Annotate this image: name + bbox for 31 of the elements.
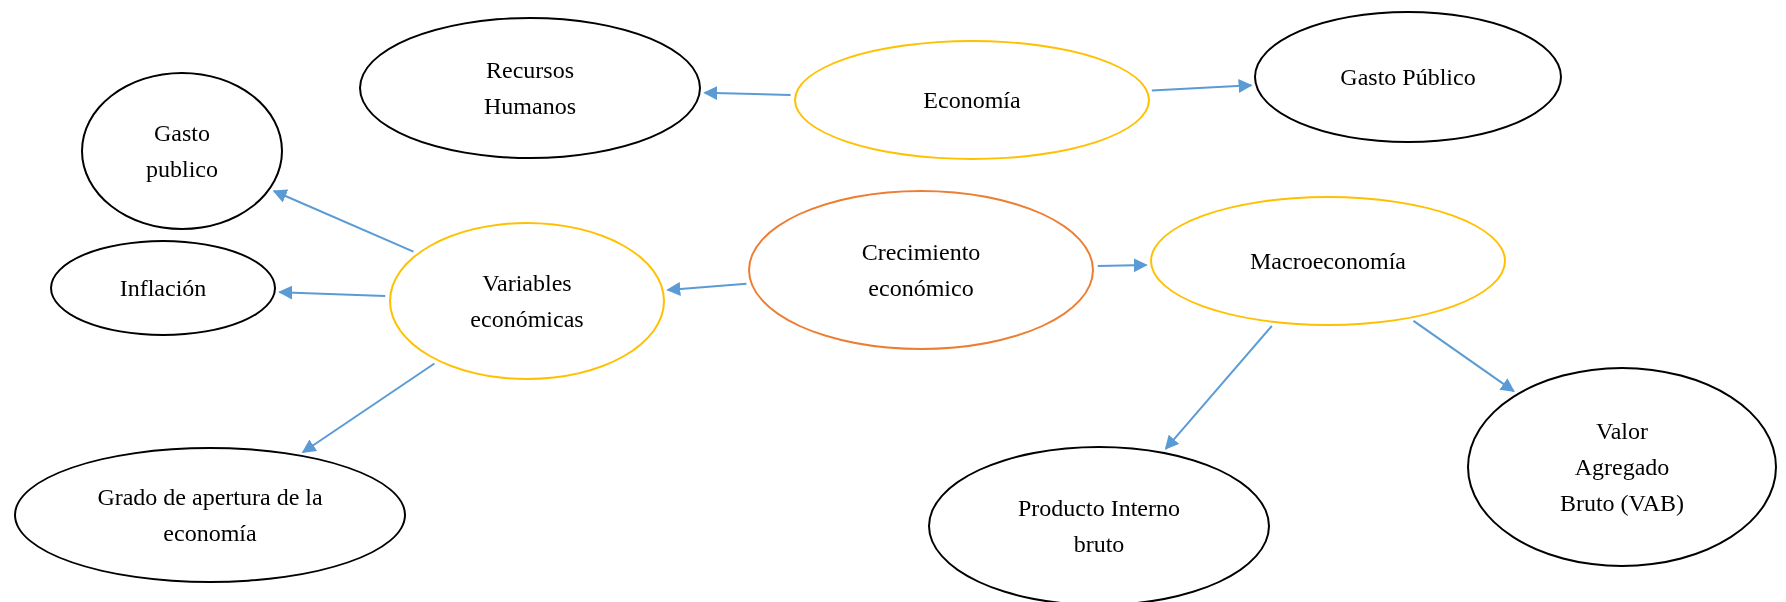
node-label: Variables económicas	[469, 269, 585, 334]
node-label: Inflación	[119, 274, 207, 303]
ellipse-node	[1467, 367, 1777, 567]
node-label: Recursos Humanos	[483, 56, 577, 121]
node-label: Grado de apertura de la economía	[96, 483, 324, 548]
ellipse-node	[50, 240, 276, 336]
ellipse-node	[81, 72, 283, 230]
ellipse-node	[928, 446, 1270, 602]
arrow	[1150, 78, 1253, 93]
node-label: Gasto Público	[1340, 63, 1476, 92]
arrow	[272, 189, 415, 253]
ellipse-node	[389, 222, 665, 380]
ellipse-node	[794, 40, 1150, 160]
node-label: Valor Agregado Bruto (VAB)	[1558, 417, 1686, 518]
ellipse-node	[14, 447, 406, 583]
ellipse-node	[1254, 11, 1562, 143]
ellipse-node	[748, 190, 1094, 350]
ellipse-node	[359, 17, 701, 159]
arrow	[301, 362, 436, 454]
node-label: Macroeconomía	[1250, 247, 1406, 276]
node-label: Producto Interno bruto	[1017, 494, 1181, 559]
node-label: Economía	[923, 86, 1021, 115]
arrow	[666, 281, 748, 296]
ellipse-node	[1150, 196, 1506, 326]
node-label: Crecimiento económico	[860, 238, 982, 303]
arrow	[278, 285, 387, 300]
arrow	[703, 86, 792, 101]
arrow	[1096, 258, 1148, 273]
arrow	[1164, 325, 1273, 450]
arrow	[1412, 319, 1515, 393]
node-label: Gasto publico	[145, 119, 219, 184]
